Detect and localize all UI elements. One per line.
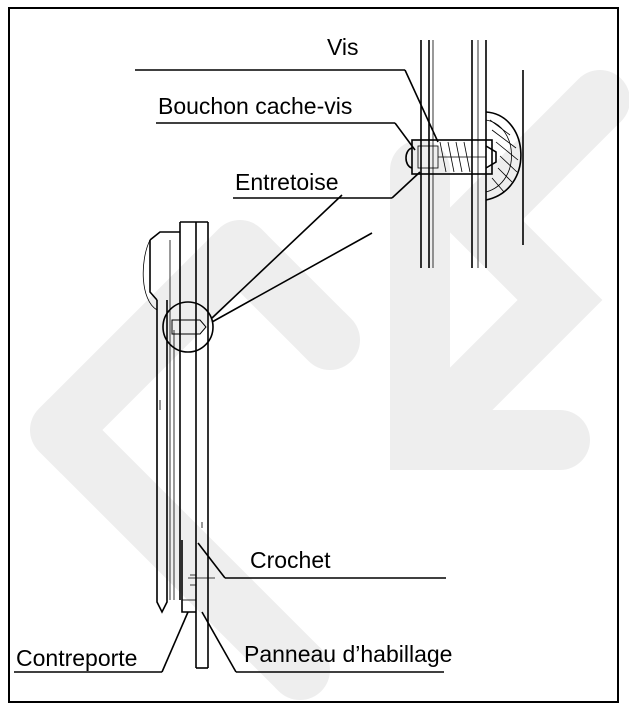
diagram-frame	[8, 7, 619, 703]
label-contreporte: Contreporte	[16, 645, 137, 671]
watermark-logo	[30, 70, 629, 700]
leader-lines	[14, 69, 446, 673]
label-vis: Vis	[327, 34, 359, 60]
label-crochet: Crochet	[250, 547, 331, 573]
detail-circle	[162, 301, 214, 353]
side-view	[142, 221, 214, 669]
label-entretoise: Entretoise	[235, 169, 339, 195]
label-panneau-habillage: Panneau d’habillage	[244, 641, 452, 667]
label-bouchon-cache-vis: Bouchon cache-vis	[158, 93, 352, 119]
detail-view	[405, 40, 524, 268]
